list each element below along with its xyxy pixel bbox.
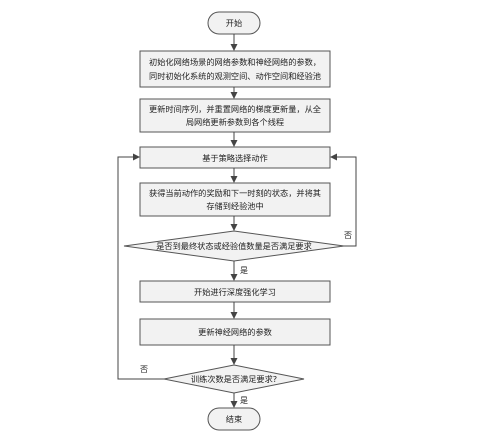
decision2-yes-label: 是 — [240, 396, 248, 405]
update-nn-params-label: 更新神经网络的参数 — [198, 327, 272, 337]
update-nn-params-box: 更新神经网络的参数 — [139, 318, 331, 346]
loop-back-to-select-action — [330, 153, 357, 247]
loop-back-to-select-action-outer — [117, 153, 164, 380]
update-timeline-line2: 局网络更新参数到各个线程 — [186, 117, 284, 127]
update-timeline-box: 更新时间序列，并重置网络的梯度更新量，从全 局网络更新参数到各个线程 — [139, 98, 331, 133]
terminal-state-question: 是否到最终状态或经验值数量是否满足要求 — [156, 241, 312, 251]
start-drl-label: 开始进行深度强化学习 — [194, 287, 276, 297]
get-reward-line2: 存储到经验池中 — [206, 201, 263, 211]
init-params-line2: 同时初始化系统的观测空间、动作空间和经验池 — [149, 71, 321, 81]
get-reward-line1: 获得当前动作的奖励和下一时刻的状态，并将其 — [149, 188, 321, 198]
end-label: 结束 — [226, 414, 242, 424]
select-action-label: 基于策略选择动作 — [202, 153, 268, 163]
terminal-state-decision: 是否到最终状态或经验值数量是否满足要求 — [123, 230, 345, 262]
init-params-line1: 初始化网络场景的网络参数和神经网络的参数， — [149, 57, 321, 67]
init-params-box: 初始化网络场景的网络参数和神经网络的参数， 同时初始化系统的观测空间、动作空间和… — [139, 50, 331, 88]
select-action-box: 基于策略选择动作 — [139, 146, 331, 169]
decision1-yes-label: 是 — [240, 266, 248, 275]
update-timeline-line1: 更新时间序列，并重置网络的梯度更新量，从全 — [149, 104, 321, 114]
start-terminator: 开始 — [207, 11, 261, 35]
start-drl-box: 开始进行深度强化学习 — [139, 280, 331, 303]
end-terminator: 结束 — [207, 407, 261, 431]
decision1-no-label: 否 — [344, 231, 352, 240]
start-label: 开始 — [226, 18, 242, 28]
training-count-question: 训练次数是否满足要求? — [191, 374, 277, 384]
training-count-decision: 训练次数是否满足要求? — [163, 364, 305, 394]
get-reward-box: 获得当前动作的奖励和下一时刻的状态，并将其 存储到经验池中 — [139, 182, 331, 217]
decision2-no-label: 否 — [140, 365, 148, 374]
